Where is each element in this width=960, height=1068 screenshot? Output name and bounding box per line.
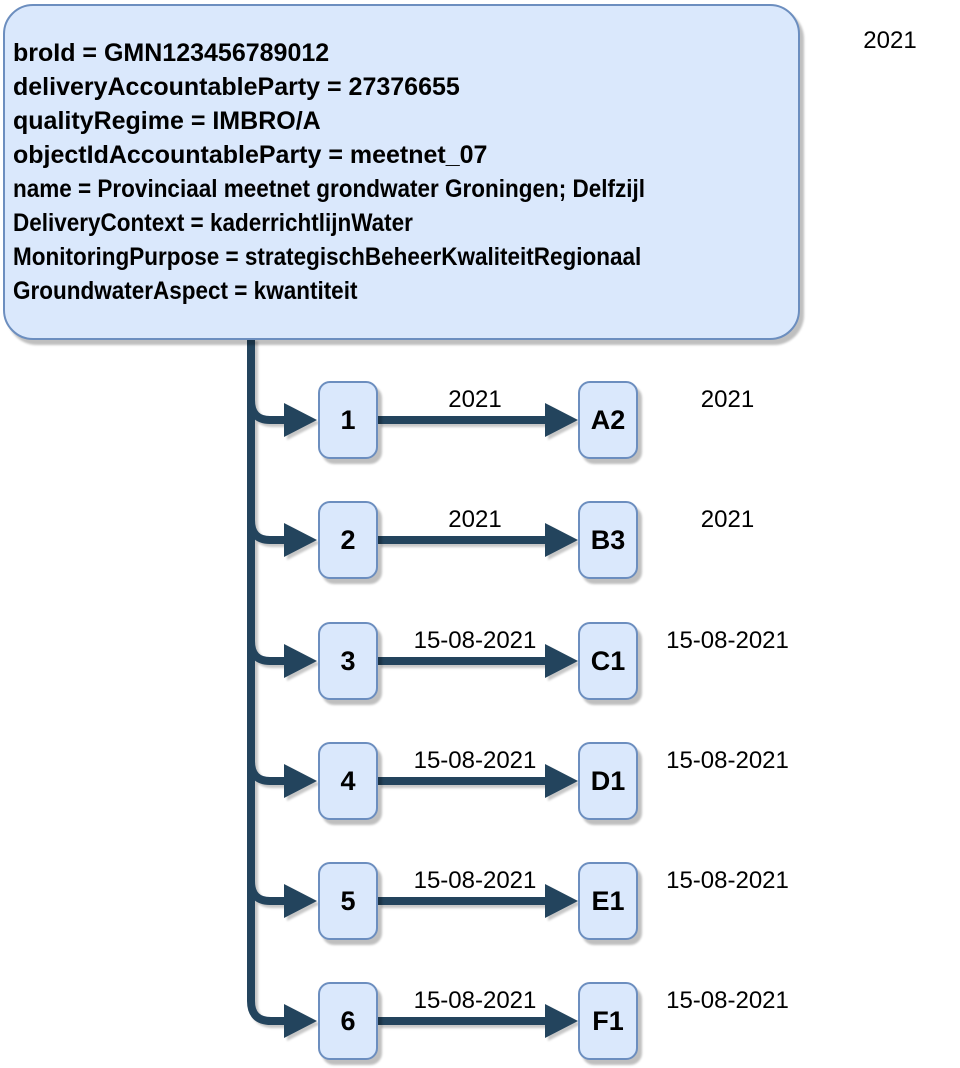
arrowhead-icon [284, 1004, 317, 1038]
measuring-point-node: 4 [318, 742, 378, 820]
arrowhead-icon [545, 644, 578, 678]
arrowhead-icon [545, 523, 578, 557]
measuring-point-node: 6 [318, 982, 378, 1060]
edge-date-label: 15-08-2021 [413, 747, 537, 774]
edge-date-label: 2021 [448, 386, 502, 413]
arrowhead-icon [284, 644, 317, 678]
edge-date-label: 15-08-2021 [413, 867, 537, 894]
edge-date-label: 15-08-2021 [413, 987, 537, 1014]
branch-elbow [247, 519, 286, 544]
monitoring-tube-node: F1 [578, 982, 638, 1060]
branch-elbow [247, 399, 286, 424]
measuring-point-node: 2 [318, 501, 378, 579]
row-date-label: 15-08-2021 [666, 747, 789, 774]
edge-date-label: 15-08-2021 [413, 627, 537, 654]
edge-date-label: 2021 [448, 506, 502, 533]
monitoring-tube-node: D1 [578, 742, 638, 820]
arrowhead-icon [284, 764, 317, 798]
branch-elbow [247, 760, 286, 785]
monitoring-tube-node: C1 [578, 622, 638, 700]
monitoring-tube-node: B3 [578, 501, 638, 579]
arrowhead-icon [545, 403, 578, 437]
branch-elbow [247, 640, 286, 665]
branch-elbow [247, 880, 286, 905]
gmn-info-box: broId = GMN123456789012 deliveryAccounta… [3, 4, 800, 340]
measuring-point-node: 3 [318, 622, 378, 700]
year-label-top-right: 2021 [863, 27, 917, 54]
info-line-monitoring-purpose: MonitoringPurpose = strategischBeheerKwa… [13, 243, 642, 271]
arrowhead-icon [545, 764, 578, 798]
info-line-delivery-context: DeliveryContext = kaderrichtlijnWater [13, 209, 413, 237]
row-date-label: 15-08-2021 [666, 987, 789, 1014]
arrowhead-icon [284, 523, 317, 557]
monitoring-tube-node: E1 [578, 862, 638, 940]
info-line-quality-regime: qualityRegime = IMBRO/A [13, 107, 321, 135]
arrowhead-icon [545, 1004, 578, 1038]
arrowhead-icon [284, 403, 317, 437]
info-line-name: name = Provinciaal meetnet grondwater Gr… [13, 175, 646, 203]
info-line-groundwater-aspect: GroundwaterAspect = kwantiteit [13, 277, 358, 305]
trunk-connector [247, 338, 286, 1025]
row-date-label: 15-08-2021 [666, 867, 789, 894]
measuring-point-node: 5 [318, 862, 378, 940]
arrowhead-icon [284, 884, 317, 918]
info-line-object-id-accountable-party: objectIdAccountableParty = meetnet_07 [13, 141, 488, 169]
info-line-broid: broId = GMN123456789012 [13, 39, 330, 67]
row-date-label: 2021 [700, 506, 755, 533]
monitoring-tube-node: A2 [578, 381, 638, 459]
row-date-label: 2021 [700, 386, 755, 413]
measuring-point-node: 1 [318, 381, 378, 459]
info-line-delivery-accountable-party: deliveryAccountableParty = 27376655 [13, 73, 460, 101]
row-date-label: 15-08-2021 [666, 627, 789, 654]
arrowhead-icon [545, 884, 578, 918]
